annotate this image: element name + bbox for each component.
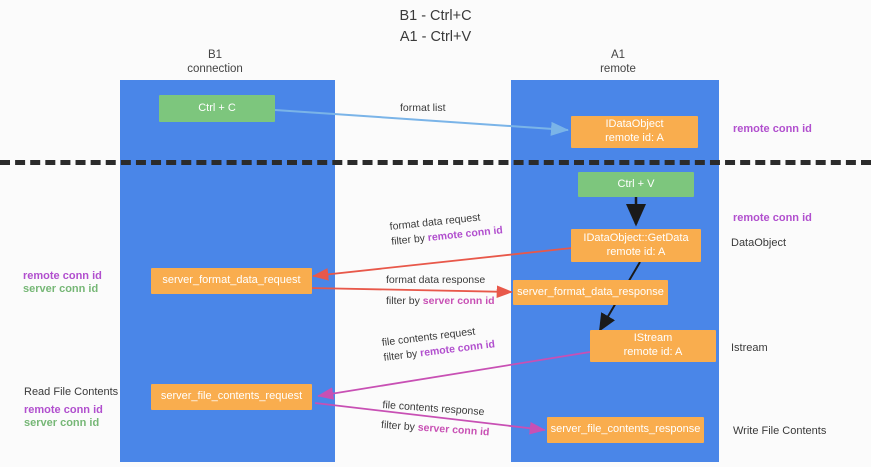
filter-by-prefix-3: filter by	[382, 347, 421, 364]
arrow-label-format-data-response-line1: format data response	[386, 274, 486, 286]
box-getdata-line2: remote id: A	[606, 245, 666, 258]
lane-header-a1: A1 remote	[558, 48, 678, 77]
title-line-1: B1 - Ctrl+C	[399, 8, 472, 24]
arrow-label-file-contents-response: file contents response filter by server …	[381, 398, 492, 440]
label-left-server-conn-id-bottom: server conn id	[24, 417, 100, 429]
box-server-file-contents-request-label: server_file_contents_request	[160, 390, 303, 403]
label-read-file-contents: Read File Contents	[24, 386, 119, 398]
diagram-title: B1 - Ctrl+C A1 - Ctrl+V	[0, 6, 871, 48]
box-ctrl-c-label: Ctrl + C	[198, 101, 236, 114]
box-idataobject-getdata[interactable]: IDataObject::GetData remote id: A	[571, 229, 701, 262]
filter-key-server-conn-id-1: server conn id	[422, 294, 495, 307]
box-server-format-data-response-label: server_format_data_response	[517, 285, 664, 298]
filter-by-prefix-1: filter by	[390, 231, 429, 248]
label-remote-conn-id-mid: remote conn id	[733, 212, 812, 224]
filter-key-server-conn-id-2: server conn id	[417, 421, 490, 439]
box-istream-line2: remote id: A	[623, 346, 683, 358]
label-write-file-contents: Write File Contents	[733, 425, 827, 437]
box-ctrl-v[interactable]: Ctrl + V	[578, 172, 694, 197]
arrow-label-file-contents-response-line1: file contents response	[382, 398, 485, 419]
lane-header-b1-line2: connection	[187, 63, 243, 76]
title-line-2: A1 - Ctrl+V	[399, 29, 472, 46]
lane-header-b1-line1: B1	[207, 49, 223, 61]
lane-header-a1-line1: A1	[610, 49, 626, 61]
phase-divider	[0, 160, 871, 165]
box-idataobject-line2: remote id: A	[605, 132, 664, 144]
box-ctrl-v-label: Ctrl + V	[617, 177, 655, 190]
box-getdata-line1: IDataObject::GetData	[583, 231, 689, 244]
arrow-label-format-data-response: format data response filter by server co…	[386, 273, 495, 308]
box-server-file-contents-response[interactable]: server_file_contents_response	[547, 417, 704, 443]
box-server-format-data-request-label: server_format_data_request	[162, 274, 301, 287]
filter-by-prefix-4: filter by	[380, 418, 419, 434]
box-ctrl-c[interactable]: Ctrl + C	[159, 95, 275, 122]
box-server-file-contents-response-label: server_file_contents_response	[550, 423, 701, 436]
arrow-label-format-list: format list	[400, 102, 446, 114]
label-remote-conn-id-top: remote conn id	[733, 123, 812, 135]
box-idataobject-line1: IDataObject	[605, 118, 664, 131]
label-left-server-conn-id-mid: server conn id	[23, 283, 99, 295]
box-server-format-data-request[interactable]: server_format_data_request	[151, 268, 312, 294]
label-istream: Istream	[731, 342, 768, 354]
arrow-label-format-data-response-line2: filter by server conn id	[386, 294, 495, 309]
label-dataobject: DataObject	[731, 237, 787, 249]
arrow-label-format-data-request: format data request filter by remote con…	[389, 208, 503, 249]
lane-header-a1-line2: remote	[600, 63, 636, 76]
box-istream-line1: IStream	[633, 332, 673, 345]
box-istream[interactable]: IStream remote id: A	[590, 330, 716, 362]
arrow-label-file-contents-request: file contents request filter by remote c…	[381, 322, 496, 365]
arrow-label-file-contents-response-line2: filter by server conn id	[381, 418, 490, 440]
filter-by-prefix-2: filter by	[386, 294, 423, 307]
lane-header-b1: B1 connection	[155, 48, 275, 77]
box-server-format-data-response[interactable]: server_format_data_response	[513, 280, 668, 305]
label-left-remote-conn-id-mid: remote conn id	[23, 270, 102, 282]
label-left-remote-conn-id-bottom: remote conn id	[24, 404, 103, 416]
box-idataobject[interactable]: IDataObject remote id: A	[571, 116, 698, 148]
box-server-file-contents-request[interactable]: server_file_contents_request	[151, 384, 312, 410]
